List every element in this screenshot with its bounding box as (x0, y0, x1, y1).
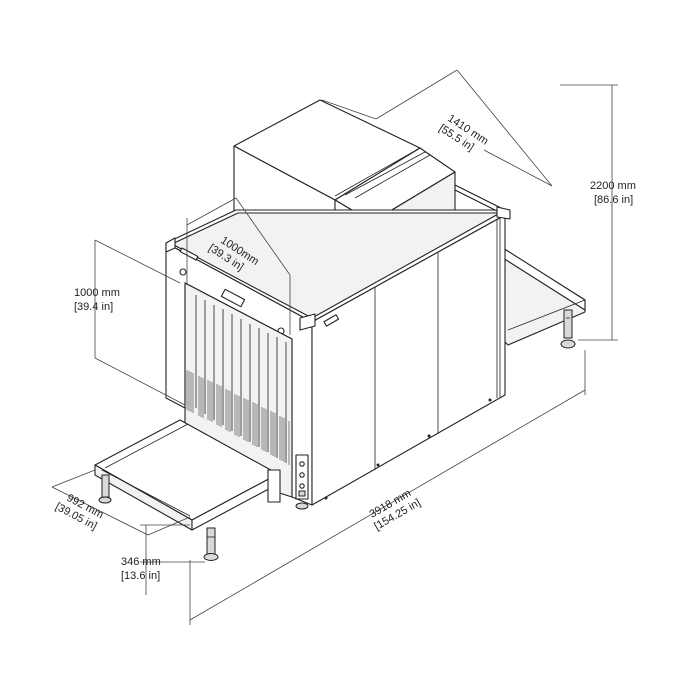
front-conveyor (94, 419, 281, 561)
curtain-strips-lower (186, 370, 290, 465)
dim-1000-height-in: [39.4 in] (74, 301, 113, 313)
dim-2200-in: [86.6 in] (594, 194, 633, 206)
dim-346-mm: 346 mm (121, 556, 161, 568)
dim-2200-mm: 2200 mm (590, 180, 636, 192)
dimension-lines (51, 69, 618, 625)
dim-346-in: [13.6 in] (121, 570, 160, 582)
front-leg-left (98, 474, 112, 504)
rear-conveyor (502, 247, 586, 349)
front-leg-right (203, 527, 219, 561)
dim-1000-height-mm: 1000 mm (74, 287, 120, 299)
lead-curtains (195, 295, 287, 463)
rear-leg (560, 309, 576, 349)
control-panel (295, 454, 309, 500)
